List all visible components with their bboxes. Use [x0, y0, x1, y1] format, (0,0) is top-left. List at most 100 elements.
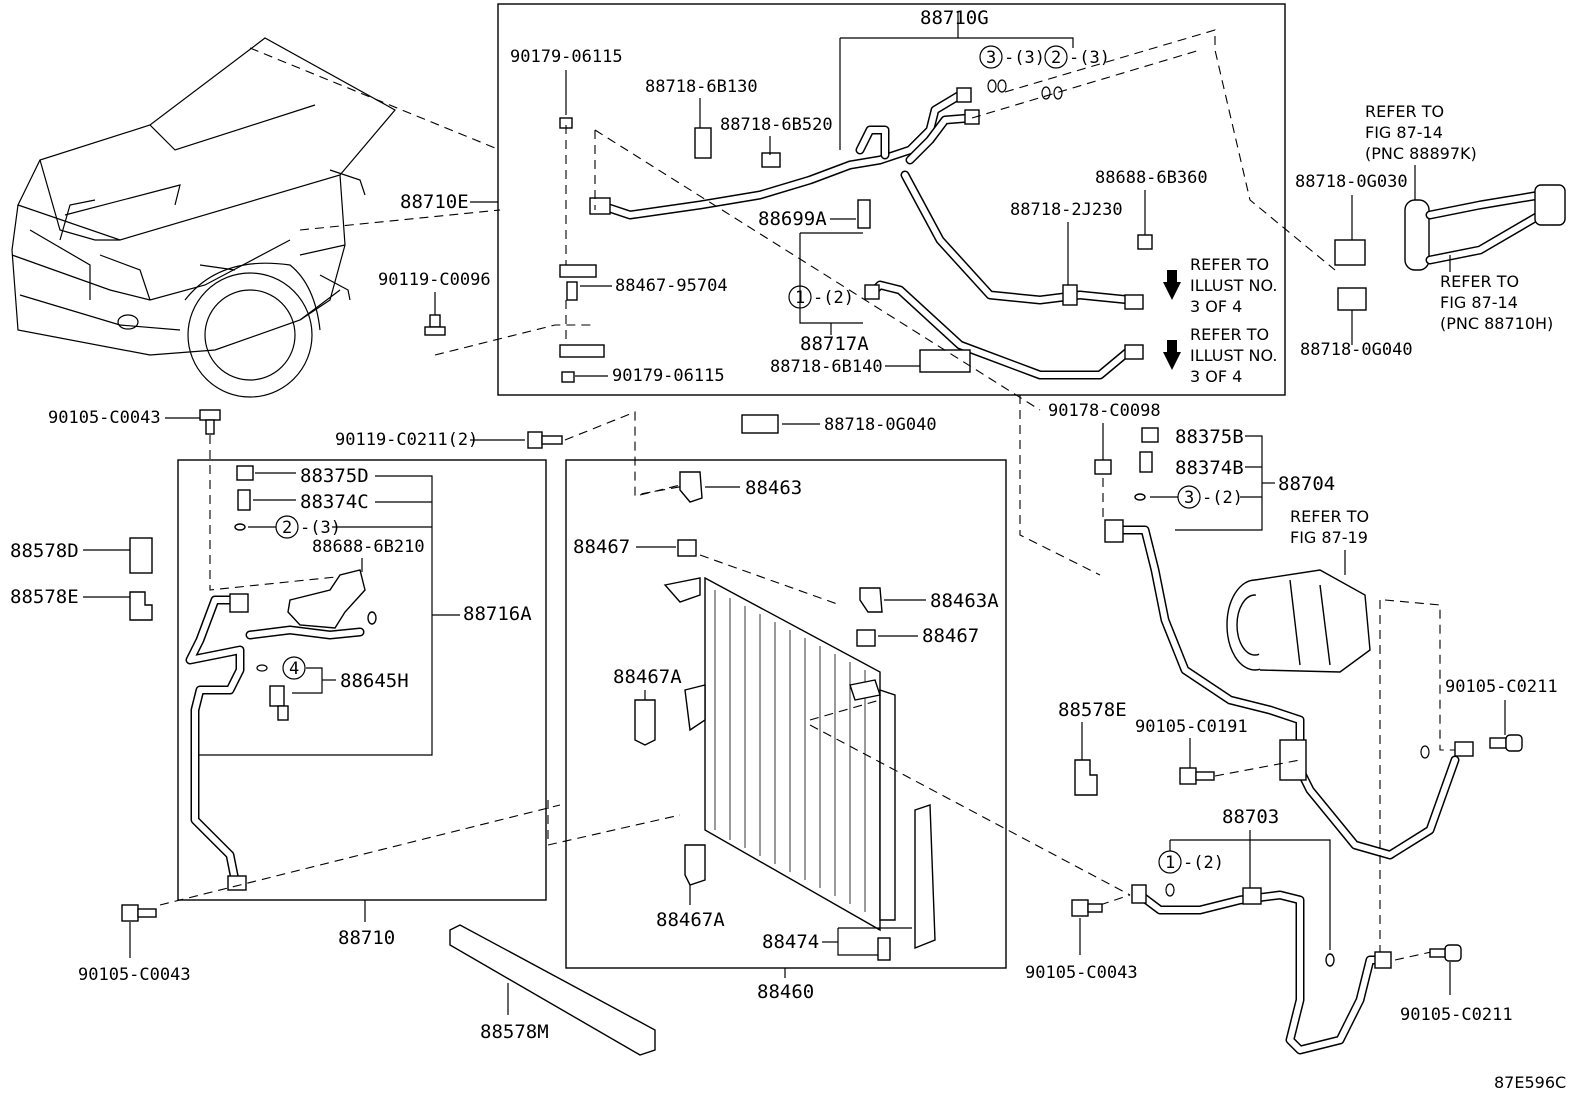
label-88374C[interactable]: 88374C [300, 491, 369, 513]
label-88463A[interactable]: 88463A [930, 590, 999, 612]
bolt-90119-C0211 [527, 431, 563, 449]
pad-88578D [129, 537, 153, 574]
suction-hose [1135, 890, 1390, 1055]
label-90105-C0043-b[interactable]: 90105-C0043 [78, 965, 191, 985]
label-88718-6B520[interactable]: 88718-6B520 [720, 115, 833, 135]
label-88467-a[interactable]: 88467 [573, 536, 630, 558]
label-90119-C0096[interactable]: 90119-C0096 [378, 270, 491, 290]
label-88645H[interactable]: 88645H [340, 670, 409, 692]
svg-text:(PNC 88897K): (PNC 88897K) [1365, 144, 1477, 163]
refer-fig-88897K: REFER TO FIG 87-14 (PNC 88897K) [1365, 102, 1477, 163]
pad-88578E-b [1074, 759, 1098, 796]
condenser-box [565, 459, 1007, 969]
svg-text:3: 3 [1184, 488, 1194, 508]
label-88718-6B140[interactable]: 88718-6B140 [770, 357, 883, 377]
svg-text:ILLUST NO.: ILLUST NO. [1190, 346, 1277, 365]
pad-88578E-a [129, 591, 153, 621]
top-dashed-guides [434, 29, 1336, 576]
label-88718-2J230[interactable]: 88718-2J230 [1010, 200, 1123, 220]
svg-text:FIG 87-14: FIG 87-14 [1365, 123, 1443, 142]
label-88578E-b[interactable]: 88578E [1058, 699, 1127, 721]
label-88688-6B360[interactable]: 88688-6B360 [1095, 168, 1208, 188]
svg-text:-(2): -(2) [813, 288, 854, 308]
label-90105-C0211-b[interactable]: 90105-C0211 [1400, 1005, 1513, 1025]
circle-ref-1: 1 -(2) [788, 285, 854, 309]
sensor-88645H [269, 685, 289, 721]
label-90105-C0043-c[interactable]: 90105-C0043 [1025, 963, 1138, 983]
label-88467-95704[interactable]: 88467-95704 [615, 276, 728, 296]
svg-text:2: 2 [1051, 48, 1061, 68]
label-88463[interactable]: 88463 [745, 477, 802, 499]
circle-ref-4: 4 [256, 656, 306, 680]
svg-text:ILLUST NO.: ILLUST NO. [1190, 276, 1277, 295]
label-88716A[interactable]: 88716A [463, 603, 532, 625]
svg-text:1: 1 [795, 288, 805, 308]
label-88710G[interactable]: 88710G [920, 7, 989, 29]
circle-ref-3: 3 -(3) [979, 45, 1045, 93]
label-90105-C0211-a[interactable]: 90105-C0211 [1445, 677, 1558, 697]
svg-text:1: 1 [1165, 853, 1175, 873]
label-88718-0G030[interactable]: 88718-0G030 [1295, 172, 1408, 192]
label-88578E-a[interactable]: 88578E [10, 586, 79, 608]
label-88374B[interactable]: 88374B [1175, 457, 1244, 479]
circle-ref-2b: 2 -(3) [248, 515, 341, 539]
label-90105-C0191[interactable]: 90105-C0191 [1135, 717, 1248, 737]
nut-90178-C0098 [1094, 459, 1112, 475]
label-88718-6B130[interactable]: 88718-6B130 [645, 77, 758, 97]
label-90119-C0211-2[interactable]: 90119-C0211(2) [335, 430, 478, 450]
discharge-hose [1110, 525, 1460, 860]
label-88688-6B210[interactable]: 88688-6B210 [312, 537, 425, 557]
receiver-88688 [227, 569, 377, 891]
refer-fig-87-19: REFER TO FIG 87-19 [1290, 507, 1369, 547]
label-88375D[interactable]: 88375D [300, 465, 369, 487]
condenser-small-parts [634, 471, 936, 961]
label-88578M[interactable]: 88578M [480, 1021, 549, 1043]
top-pipes [595, 90, 1135, 380]
svg-text:3 OF 4: 3 OF 4 [1190, 297, 1242, 316]
label-88710E[interactable]: 88710E [400, 191, 469, 213]
label-88704[interactable]: 88704 [1278, 473, 1335, 495]
label-88460[interactable]: 88460 [757, 981, 814, 1003]
svg-text:-(3): -(3) [300, 518, 341, 538]
condenser-88460 [663, 576, 896, 932]
bolt-90105-C0211-a [1489, 734, 1523, 752]
label-88718-0G040-a[interactable]: 88718-0G040 [1300, 340, 1413, 360]
label-90179-06115-a[interactable]: 90179-06115 [510, 47, 623, 67]
circle-ref-3b: 3 -(2) [1150, 485, 1243, 509]
label-90179-06115-b[interactable]: 90179-06115 [612, 366, 725, 386]
circle-ref-1b: 1 -(2) [1158, 840, 1224, 897]
label-88717A[interactable]: 88717A [800, 333, 869, 355]
label-88467-b[interactable]: 88467 [922, 625, 979, 647]
svg-text:3 OF 4: 3 OF 4 [1190, 367, 1242, 386]
bar-88578M [449, 924, 656, 1056]
label-88718-0G040-b[interactable]: 88718-0G040 [824, 415, 937, 435]
svg-text:-(2): -(2) [1183, 853, 1224, 873]
label-88375B[interactable]: 88375B [1175, 426, 1244, 448]
bolt-90105-C0043-c [1071, 899, 1103, 917]
refer-illust-2: REFER TO ILLUST NO. 3 OF 4 [1163, 325, 1277, 386]
pipe-88716A [185, 595, 365, 885]
refer-fig-88710H: REFER TO FIG 87-14 (PNC 88710H) [1440, 272, 1553, 333]
label-88699A[interactable]: 88699A [758, 208, 827, 230]
bolt-90105-C0211-b [1429, 944, 1462, 962]
label-88710[interactable]: 88710 [338, 927, 395, 949]
vehicle-illustration [11, 37, 396, 398]
label-88474[interactable]: 88474 [762, 931, 819, 953]
fittings-88704 [1134, 427, 1159, 501]
svg-text:REFER TO: REFER TO [1440, 272, 1519, 291]
svg-text:REFER TO: REFER TO [1365, 102, 1444, 121]
label-90105-C0043-a[interactable]: 90105-C0043 [48, 408, 161, 428]
hose-fittings [1104, 519, 1474, 781]
clip-88718-0G040 [741, 414, 779, 434]
refer-illust-1: REFER TO ILLUST NO. 3 OF 4 [1163, 255, 1277, 316]
svg-text:-(2): -(2) [1202, 488, 1243, 508]
circle-ref-2: 2 -(3) [1041, 45, 1110, 100]
bolt-90105-C0043-a [199, 409, 221, 435]
label-90178-C0098[interactable]: 90178-C0098 [1048, 401, 1161, 421]
label-88467A-a[interactable]: 88467A [613, 666, 682, 688]
label-88578D[interactable]: 88578D [10, 540, 79, 562]
label-88703[interactable]: 88703 [1222, 806, 1279, 828]
label-88467A-b[interactable]: 88467A [656, 909, 725, 931]
condenser-pipe-box [177, 459, 547, 901]
